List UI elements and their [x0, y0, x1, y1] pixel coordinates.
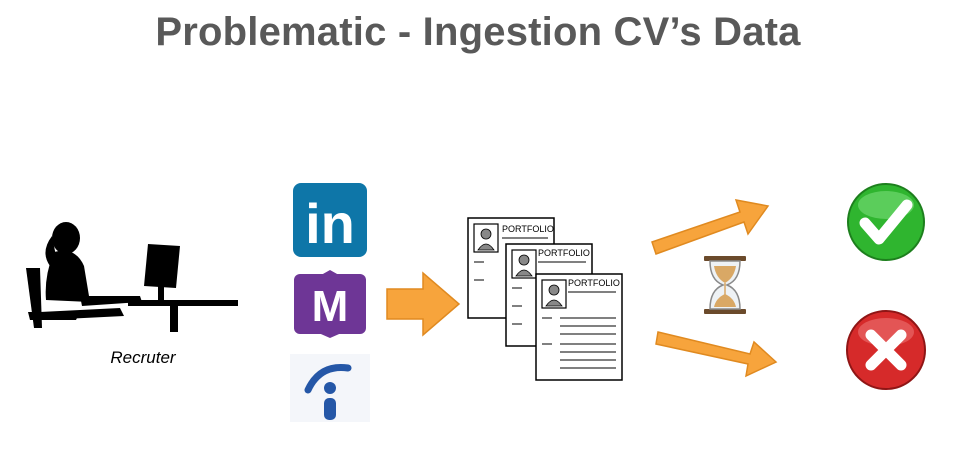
- indeed-logo-icon: i: [290, 354, 370, 422]
- portfolio-label-1: PORTFOLIO: [502, 224, 554, 234]
- arrow-up-right-icon: [651, 199, 770, 255]
- hourglass-icon: [704, 256, 746, 314]
- cross-mark-icon: [846, 310, 926, 390]
- recruiter-icon: [26, 222, 238, 332]
- arrow-to-cvs-icon: [386, 271, 461, 337]
- cv-stack-icon: PORTFOLIO PORTFOLIO PORTFOLIO: [467, 217, 623, 381]
- portfolio-label-2: PORTFOLIO: [538, 248, 590, 258]
- arrow-down-right-icon: [655, 331, 778, 378]
- check-mark-icon: [847, 183, 925, 261]
- linkedin-logo-icon: in: [293, 183, 367, 257]
- cv-document-3: PORTFOLIO: [535, 273, 623, 381]
- linkedin-logo-text: in: [305, 192, 355, 255]
- portfolio-label-3: PORTFOLIO: [568, 278, 620, 288]
- recruiter-caption: Recruter: [110, 348, 176, 367]
- slide-title: Problematic - Ingestion CV’s Data: [155, 10, 801, 54]
- monster-logo-icon: M: [294, 270, 366, 338]
- monster-logo-text: M: [312, 282, 349, 331]
